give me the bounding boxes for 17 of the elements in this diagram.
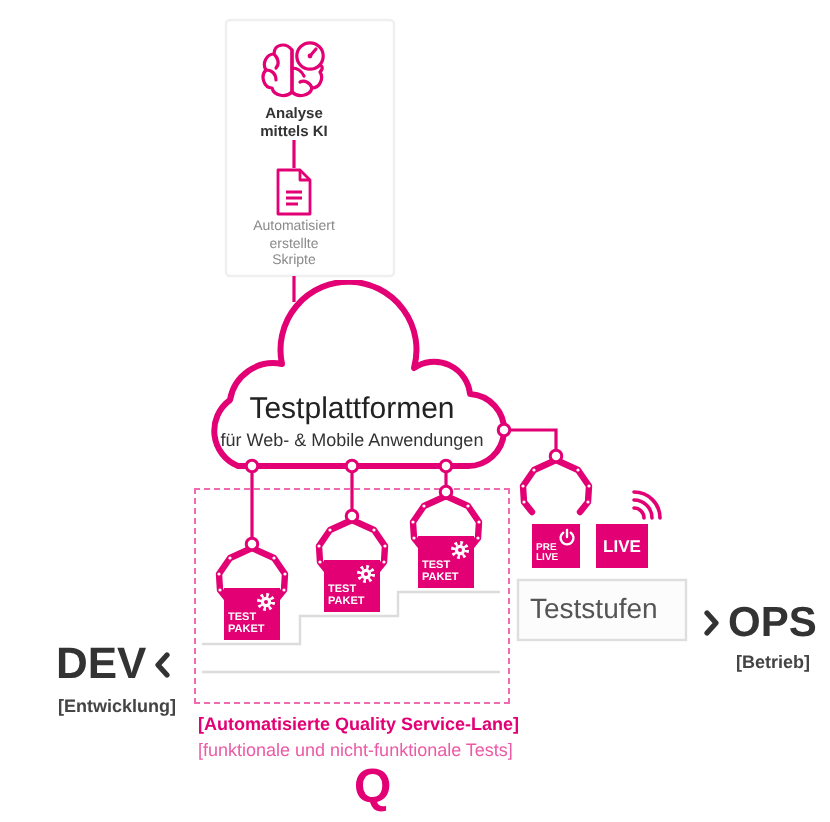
connector-line — [244, 458, 260, 552]
connector-line — [496, 422, 564, 464]
phase-label: OPS — [728, 600, 817, 646]
lane-subtitle: [funktionale und nicht-funktionale Tests] — [198, 740, 513, 762]
connector-line — [292, 140, 296, 168]
phase-sublabel: [Entwicklung] — [58, 696, 176, 718]
connector-line — [344, 458, 360, 524]
stage-caption: Teststufen — [530, 592, 658, 624]
node-subtitle: für Web- & Mobile Anwendungen — [218, 430, 486, 452]
phase-label: Q — [354, 762, 392, 814]
connector-line — [292, 276, 296, 302]
connector-line — [438, 458, 454, 500]
node-title: Testplattformen — [247, 392, 457, 426]
phase-label: DEV — [56, 640, 147, 688]
lane-title: [Automatisierte Quality Service-Lane] — [198, 714, 520, 736]
phase-sublabel: [Betrieb] — [736, 652, 811, 674]
stage-tag: LIVE — [596, 524, 648, 568]
